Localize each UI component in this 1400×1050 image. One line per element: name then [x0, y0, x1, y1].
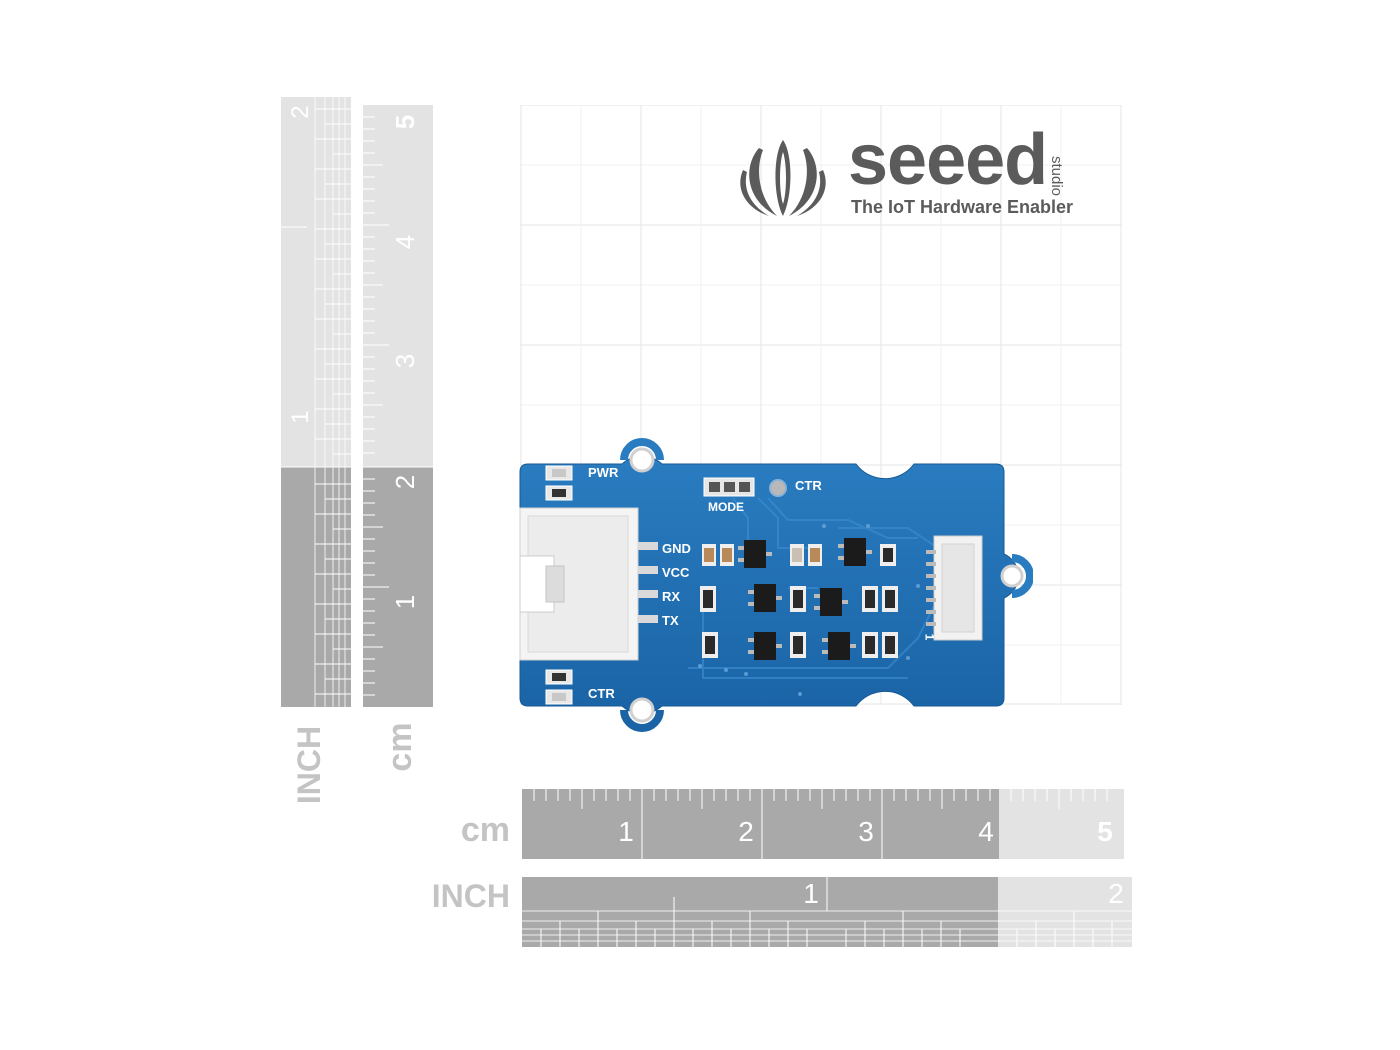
vertical-cm-tick-3: 3	[390, 353, 420, 369]
vertical-cm-unit: cm	[381, 722, 419, 772]
mode-jumper	[703, 477, 755, 497]
vertical-inch-tick-2: 2	[287, 105, 314, 119]
ctr-bottom-label: CTR	[588, 686, 615, 701]
vertical-cm-tick-5: 5	[390, 114, 420, 130]
horizontal-cm-unit: cm	[460, 811, 510, 849]
pwr-label: PWR	[588, 465, 619, 480]
brand-name: seeed	[848, 120, 1048, 200]
led-ctr	[545, 689, 573, 705]
mode-label: MODE	[708, 500, 744, 514]
horizontal-inch-unit: INCH	[431, 878, 510, 914]
mounting-hole-right	[1000, 564, 1024, 588]
horizontal-cm-tick-3: 3	[858, 816, 874, 847]
ctr-test-pad	[769, 479, 787, 497]
brand-sub: studio	[1048, 156, 1065, 197]
horizontal-cm-tick-5: 5	[1097, 816, 1113, 847]
horizontal-cm-tick-2: 2	[738, 816, 754, 847]
passive-components	[700, 544, 898, 658]
vertical-inch-ruler	[281, 97, 351, 707]
led-pwr	[545, 465, 573, 481]
horizontal-inch-tick-1: 1	[803, 878, 819, 909]
vertical-cm-tick-4: 4	[390, 234, 420, 250]
vertical-cm-tick-2: 2	[390, 474, 420, 490]
mounting-hole-top	[629, 447, 655, 473]
resistor-bottom-left	[545, 669, 573, 685]
vertical-inch-tick-1: 1	[287, 410, 314, 424]
seeed-logo-mark	[740, 140, 826, 216]
resistor-top-left	[545, 485, 573, 501]
horizontal-cm-tick-1: 1	[618, 816, 634, 847]
grove-connector	[519, 507, 658, 661]
grove-board	[519, 438, 1033, 732]
connector-pin-label: 1	[922, 633, 937, 641]
horizontal-cm-ruler	[522, 789, 1124, 859]
gnd-label: GND	[662, 541, 691, 556]
horizontal-cm-tick-4: 4	[978, 816, 994, 847]
vertical-cm-ruler	[363, 105, 433, 707]
mounting-hole-bottom	[629, 697, 655, 723]
side-connector	[926, 535, 983, 641]
ctr-top-label: CTR	[795, 478, 822, 493]
vertical-inch-unit: INCH	[291, 725, 327, 805]
transistors	[738, 538, 872, 660]
vcc-label: VCC	[662, 565, 690, 580]
tx-label: TX	[662, 613, 679, 628]
horizontal-inch-tick-2: 2	[1108, 878, 1124, 909]
brand-tagline: The IoT Hardware Enabler	[851, 197, 1074, 217]
vertical-cm-tick-1: 1	[390, 594, 420, 610]
horizontal-inch-ruler	[522, 877, 1132, 947]
rx-label: RX	[662, 589, 681, 604]
